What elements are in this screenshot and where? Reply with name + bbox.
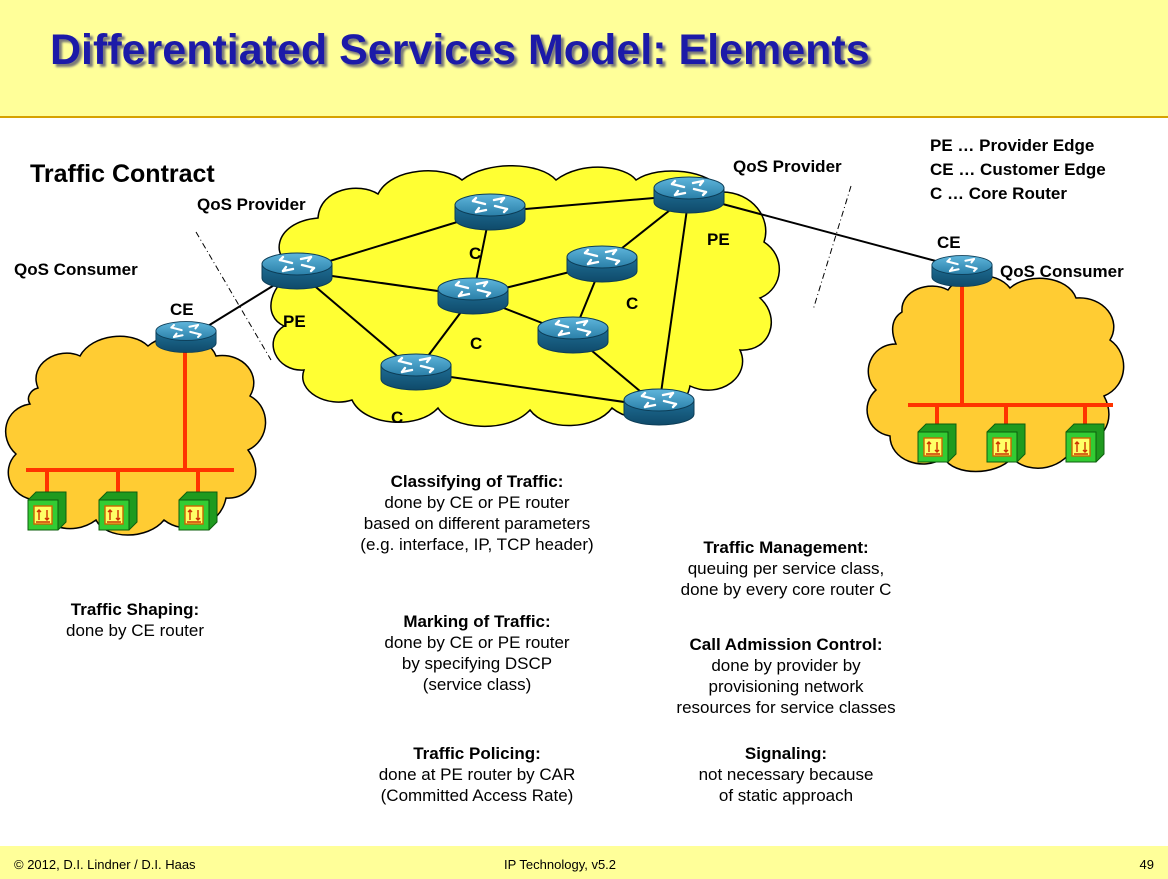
legend-item: PE … Provider Edge <box>930 136 1095 155</box>
cac-line: resources for service classes <box>676 698 896 717</box>
qos-provider-right-label: QoS Provider <box>733 157 842 176</box>
legend-item: C … Core Router <box>930 184 1067 203</box>
page-number: 49 <box>1139 857 1154 872</box>
policing-line: done at PE router by CAR <box>378 765 576 784</box>
signaling-description: Signaling: not necessary because of stat… <box>612 743 960 806</box>
traffic-contract-label: Traffic Contract <box>30 160 215 188</box>
host-icon <box>98 491 138 531</box>
core-label: C <box>470 334 483 353</box>
cac-description: Call Admission Control: done by provider… <box>612 634 960 718</box>
classifying-line: (e.g. interface, IP, TCP header) <box>360 535 594 554</box>
footer: © 2012, D.I. Lindner / D.I. Haas IP Tech… <box>0 846 1168 879</box>
cac-line: provisioning network <box>708 677 864 696</box>
core-label: C <box>469 244 482 263</box>
ce-left-label: CE <box>170 300 194 319</box>
host-icon <box>178 491 218 531</box>
shaping-line: done by CE router <box>66 621 204 640</box>
policing-heading: Traffic Policing: <box>413 744 541 763</box>
signaling-heading: Signaling: <box>744 744 828 763</box>
shaping-description: Traffic Shaping: done by CE router <box>20 599 250 641</box>
pe-left-label: PE <box>283 312 306 331</box>
policing-description: Traffic Policing: done at PE router by C… <box>292 743 662 806</box>
management-heading: Traffic Management: <box>703 538 869 557</box>
router-icon <box>379 352 453 392</box>
qos-consumer-left-label: QoS Consumer <box>14 260 138 279</box>
footer-course: IP Technology, v5.2 <box>504 857 617 872</box>
pe-right-label: PE <box>707 230 730 249</box>
qos-provider-left-label: QoS Provider <box>197 195 306 214</box>
classifying-description: Classifying of Traffic: done by CE or PE… <box>292 471 662 555</box>
title-bar: Differentiated Services Model: Elements <box>0 0 1168 118</box>
management-line: queuing per service class, <box>687 559 885 578</box>
legend: PE … Provider Edge CE … Customer Edge C … <box>930 134 1106 206</box>
host-icon <box>27 491 67 531</box>
classifying-line: done by CE or PE router <box>384 493 570 512</box>
core-label: C <box>391 408 404 427</box>
qos-consumer-right-label: QoS Consumer <box>1000 262 1124 281</box>
marking-line: (service class) <box>422 675 532 694</box>
router-icon <box>652 175 726 215</box>
policing-line: (Committed Access Rate) <box>380 786 574 805</box>
boundary-lines <box>195 185 852 361</box>
host-icon <box>1065 423 1105 463</box>
shaping-heading: Traffic Shaping: <box>70 600 200 619</box>
cac-heading: Call Admission Control: <box>689 635 883 654</box>
router-icon <box>622 387 696 427</box>
customer-cloud-left <box>5 335 267 536</box>
host-icon <box>986 423 1026 463</box>
marking-line: by specifying DSCP <box>401 654 553 673</box>
host-icon <box>917 423 957 463</box>
footer-copyright: © 2012, D.I. Lindner / D.I. Haas <box>14 857 196 872</box>
classifying-heading: Classifying of Traffic: <box>390 472 564 491</box>
management-description: Traffic Management: queuing per service … <box>612 537 960 600</box>
router-icon <box>536 315 610 355</box>
router-icon <box>436 276 510 316</box>
management-line: done by every core router C <box>680 580 892 599</box>
router-icon <box>453 192 527 232</box>
router-icon <box>565 244 639 284</box>
slide-title: Differentiated Services Model: Elements <box>50 26 870 74</box>
legend-item: CE … Customer Edge <box>930 160 1106 179</box>
core-label: C <box>626 294 639 313</box>
router-icon <box>260 251 334 291</box>
router-icon <box>154 320 218 354</box>
signaling-line: of static approach <box>718 786 854 805</box>
cac-line: done by provider by <box>711 656 861 675</box>
classifying-line: based on different parameters <box>363 514 591 533</box>
marking-description: Marking of Traffic: done by CE or PE rou… <box>292 611 662 695</box>
marking-line: done by CE or PE router <box>384 633 570 652</box>
marking-heading: Marking of Traffic: <box>403 612 551 631</box>
ce-right-label: CE <box>937 233 961 252</box>
signaling-line: not necessary because <box>698 765 874 784</box>
router-icon <box>930 254 994 288</box>
